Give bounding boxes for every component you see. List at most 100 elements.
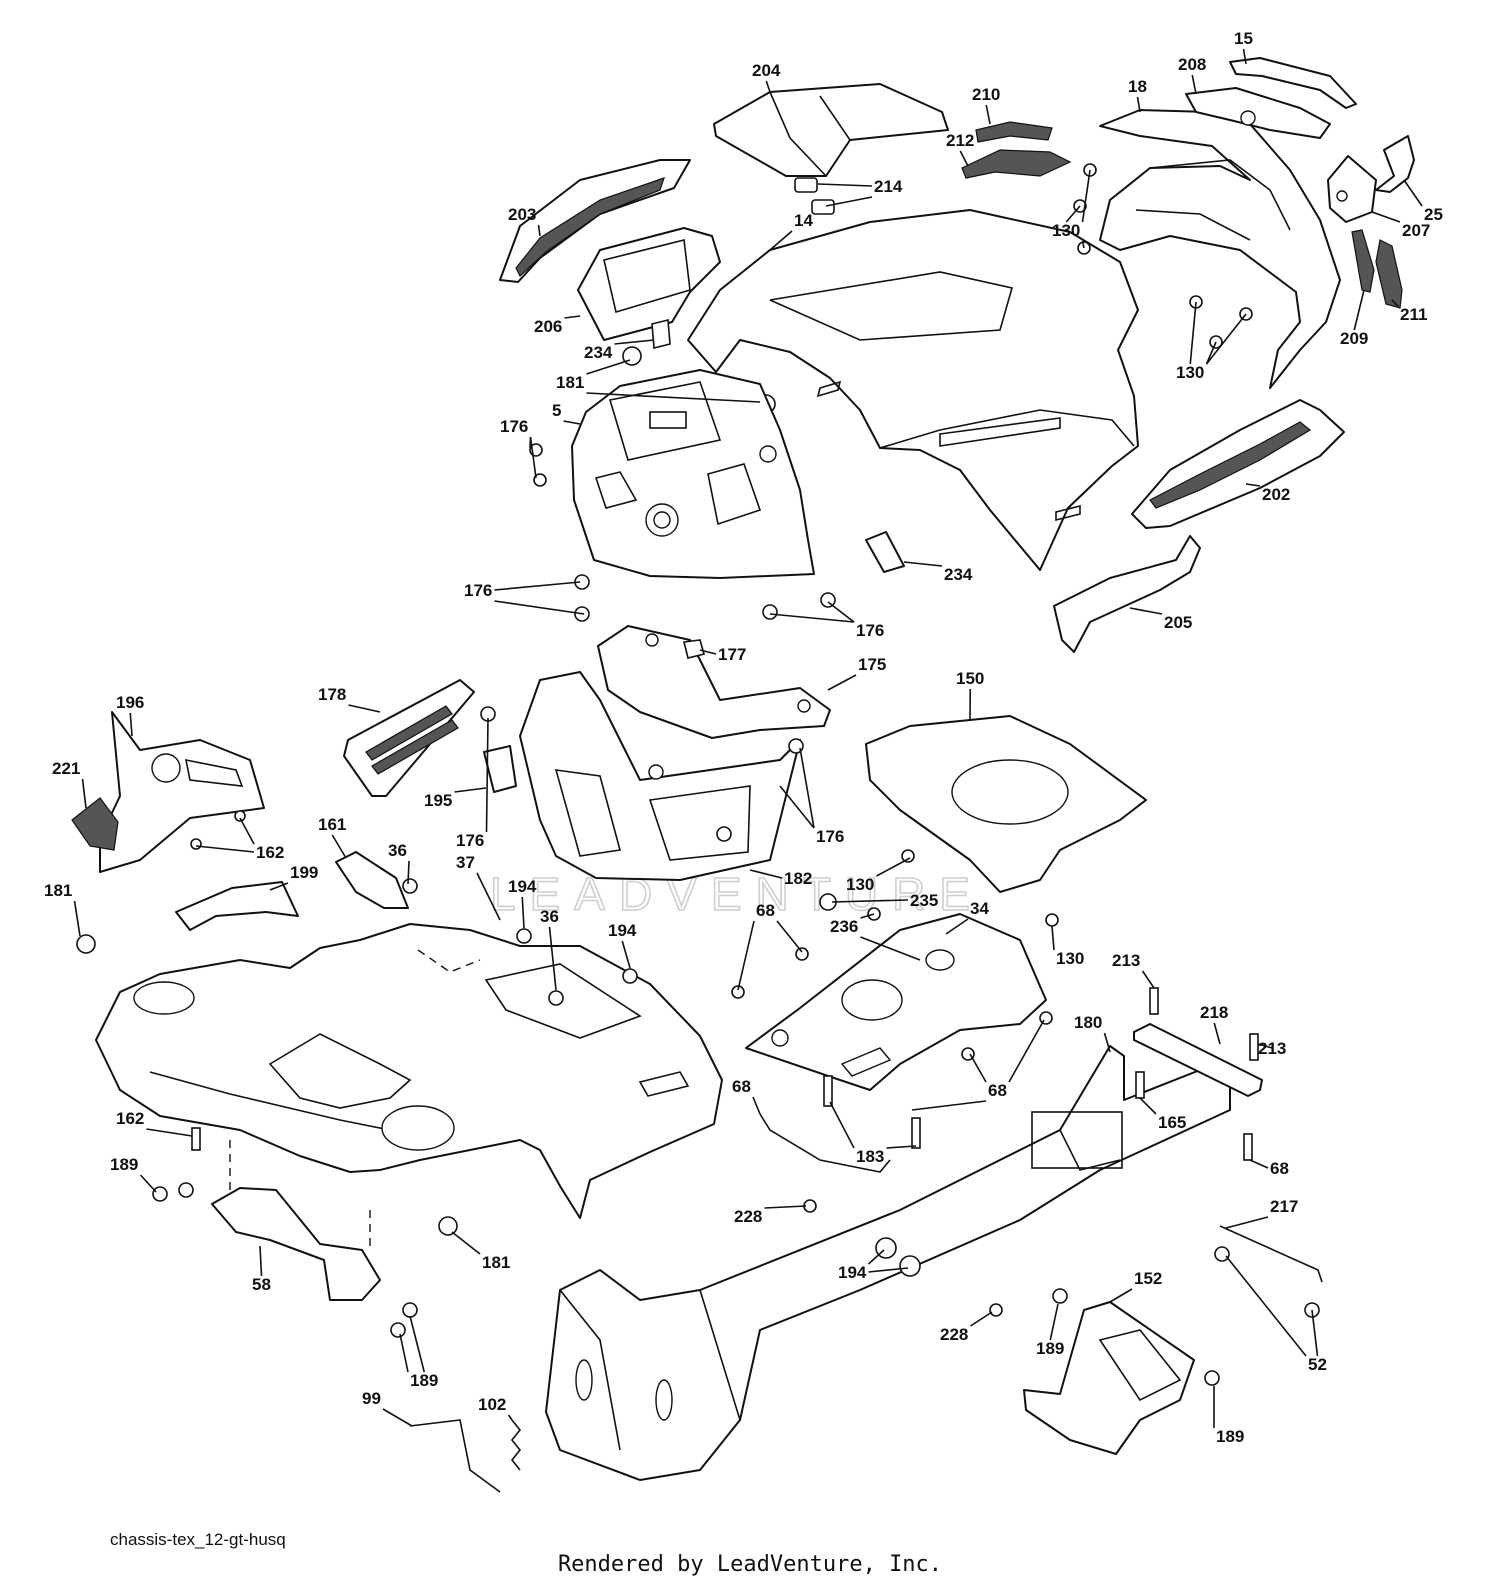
callout-label-208: 208	[1178, 55, 1206, 74]
trim-15	[1229, 57, 1357, 109]
callout-label-181: 181	[482, 1253, 510, 1272]
leader-line-52	[1225, 1255, 1307, 1357]
callout-label-162: 162	[256, 843, 284, 862]
bolt-162-deck	[191, 1127, 201, 1151]
callout-label-213: 213	[1112, 951, 1140, 970]
leader-line-181	[73, 900, 81, 937]
callout-label-189: 189	[410, 1371, 438, 1390]
bolt-183	[823, 1075, 921, 1149]
grille-insert-211	[1375, 239, 1403, 309]
leader-line-217	[1225, 1216, 1269, 1229]
callout-label-52: 52	[1308, 1355, 1327, 1374]
grommet-181-left	[76, 934, 458, 1236]
callout-label-181: 181	[44, 881, 72, 900]
leader-line-68	[752, 1096, 761, 1115]
pedal-plate-34	[745, 913, 1047, 1091]
leader-line-208	[1191, 74, 1197, 95]
leader-line-37	[476, 872, 501, 921]
callout-label-68: 68	[1270, 1159, 1289, 1178]
leader-line-175	[827, 674, 857, 691]
leader-line-99	[382, 1408, 413, 1427]
callout-label-228: 228	[734, 1207, 762, 1226]
spring-102	[510, 1419, 522, 1471]
callout-label-202: 202	[1262, 485, 1290, 504]
leader-line-102	[507, 1414, 513, 1421]
leader-line-202	[1245, 483, 1261, 487]
leader-line-162	[195, 845, 255, 853]
leader-line-196	[129, 712, 133, 737]
callout-label-152: 152	[1134, 1269, 1162, 1288]
callout-label-130: 130	[1056, 949, 1084, 968]
callout-label-68: 68	[732, 1077, 751, 1096]
leader-line-213	[1141, 970, 1155, 989]
trim-25	[1375, 135, 1415, 193]
bracket-58	[211, 1140, 381, 1301]
hood-panel-204	[713, 83, 949, 177]
callout-label-234: 234	[944, 565, 973, 584]
leader-line-210	[985, 104, 991, 125]
leader-lines	[73, 48, 1423, 1428]
vent-178	[343, 679, 475, 797]
pins-176-mid	[574, 574, 836, 622]
leader-line-152	[1109, 1288, 1133, 1303]
callout-label-102: 102	[478, 1395, 506, 1414]
callout-label-236: 236	[830, 917, 858, 936]
leader-line-236	[860, 936, 921, 961]
leader-line-68	[1008, 1019, 1045, 1083]
leader-line-130	[1081, 169, 1091, 223]
leader-line-214	[817, 183, 873, 187]
leader-line-130	[1205, 341, 1217, 365]
floor-pan-150	[865, 715, 1147, 893]
leader-line-5	[563, 420, 581, 425]
callout-label-68: 68	[988, 1081, 1007, 1100]
callout-label-25: 25	[1424, 205, 1443, 224]
leader-line-194	[868, 1267, 909, 1273]
callout-label-176: 176	[816, 827, 844, 846]
leader-line-162	[239, 817, 255, 845]
leader-line-214	[825, 196, 873, 207]
leader-line-58	[259, 1245, 263, 1277]
leader-line-195	[454, 787, 487, 793]
callout-label-228: 228	[940, 1325, 968, 1344]
leader-line-36	[548, 926, 557, 991]
leader-line-36	[407, 860, 410, 885]
grille-203	[499, 159, 691, 283]
callout-label-36: 36	[540, 907, 559, 926]
leader-line-236	[860, 913, 875, 919]
callout-label-68: 68	[756, 901, 775, 920]
callout-label-175: 175	[858, 655, 886, 674]
callout-label-211: 211	[1400, 305, 1427, 324]
leader-line-205	[1129, 607, 1163, 615]
callout-label-235: 235	[910, 891, 938, 910]
callout-label-218: 218	[1200, 1003, 1228, 1022]
leader-line-189	[139, 1174, 157, 1193]
callout-label-217: 217	[1270, 1197, 1298, 1216]
callout-label-183: 183	[856, 1147, 884, 1166]
callout-label-182: 182	[784, 869, 812, 888]
spacer-234	[865, 531, 905, 573]
callout-label-58: 58	[252, 1275, 271, 1294]
leader-line-182	[749, 869, 783, 879]
leader-line-34	[945, 918, 969, 935]
leader-line-176	[827, 601, 855, 623]
leader-line-183	[829, 1101, 855, 1149]
leader-line-176	[485, 717, 489, 833]
callout-label-165: 165	[1158, 1113, 1186, 1132]
leader-line-178	[348, 704, 381, 713]
leader-line-203	[537, 224, 541, 237]
callout-label-194: 194	[508, 877, 537, 896]
leader-line-130	[876, 857, 911, 877]
callout-label-189: 189	[1216, 1427, 1244, 1446]
leader-line-228	[970, 1311, 993, 1327]
callout-label-207: 207	[1402, 221, 1430, 240]
callout-label-5: 5	[552, 401, 561, 420]
leader-line-25	[1403, 179, 1423, 207]
leader-line-194	[521, 896, 525, 929]
leader-line-228	[764, 1205, 807, 1209]
callout-label-176: 176	[464, 581, 492, 600]
headlight-trim-208	[1185, 87, 1331, 139]
leader-line-176	[529, 436, 537, 479]
leader-line-189	[1049, 1303, 1059, 1341]
callout-label-204: 204	[752, 61, 781, 80]
